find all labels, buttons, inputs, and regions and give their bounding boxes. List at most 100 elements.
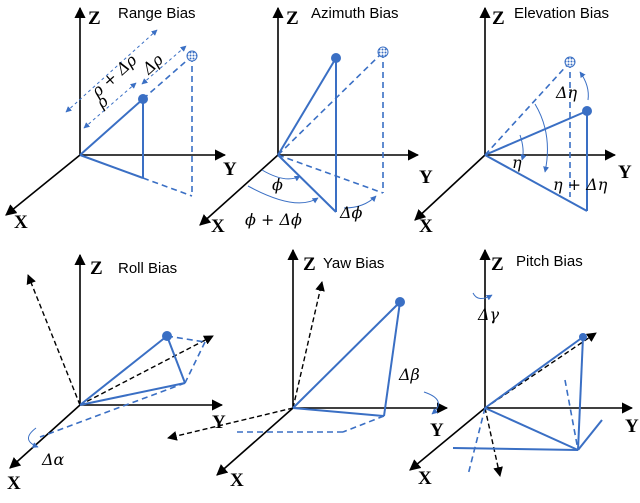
panel-elevation-bias: Elevation Bias Z Y X Δη η η + Δη [414,5,632,237]
target-point [162,331,172,341]
yaw-arc [423,391,439,415]
x-axis-label: X [419,216,433,237]
target-point [138,94,148,104]
ground-projection [484,154,588,212]
eta-label: η [512,153,522,172]
true-vector [277,57,337,156]
panel-pitch-bias: Pitch Bias Z Y X Δγ [409,248,639,489]
biased-drop-line [166,335,206,343]
phi-plus-delta-arc [247,185,319,204]
z-axis-label: Z [492,8,505,29]
panel-title: Elevation Bias [514,5,609,22]
ground-projection [484,407,579,451]
panel-title: Azimuth Bias [311,5,399,22]
ground-projection [79,382,186,406]
pitched-x-axis [484,407,503,477]
x-axis [409,407,486,471]
x-axis [216,407,294,476]
z-axis-label: Z [491,254,504,275]
biased-vector [484,61,571,156]
ground-projection [79,154,144,179]
drop-line [166,335,186,384]
z-axis-label: Z [88,8,101,29]
eta-plus-delta-arc [534,103,550,173]
x-axis [414,154,486,221]
panel-azimuth-bias: Azimuth Bias Z Y X ϕ ϕ + Δϕ Δϕ [199,5,433,237]
biased-target-point [564,56,576,68]
ground-projection [277,154,337,213]
y-axis-label: Y [430,420,444,441]
x-axis-label: X [230,470,244,491]
rolled-y-axis [79,335,214,406]
phi-label: ϕ [272,175,283,194]
y-axis-label: Y [223,159,237,180]
panel-title: Pitch Bias [516,253,583,270]
x-axis [199,154,279,226]
delta-rho-arrow [141,45,187,85]
biased-ground-projection [277,154,384,194]
biased-vector [277,51,384,156]
y-axis-label: Y [419,167,433,188]
x-axis [9,404,81,469]
x-axis-label: X [14,212,28,233]
target-point [331,53,341,63]
rho-plus-delta-arrow [65,29,158,113]
x-axis [5,154,81,216]
biased-ground-projection [467,407,486,476]
delta-phi-arc [343,195,377,209]
x-axis-label: X [7,473,21,494]
ground-projection [292,407,385,417]
y-axis-label: Y [212,412,226,433]
delta-alpha-label: Δα [41,450,65,469]
delta-eta-arc [579,71,589,101]
panel-title: Roll Bias [118,260,177,277]
eta-arc [519,134,527,161]
biased-target-point [186,50,198,62]
biased-link [184,341,206,384]
projection-link-right [577,419,603,451]
z-axis-label: Z [286,8,299,29]
target-point [582,106,592,116]
panel-title: Range Bias [118,5,196,22]
x-axis-label: X [211,216,225,237]
delta-eta-label: Δη [555,83,578,102]
true-vector [484,336,584,409]
y-axis-label: Y [618,162,632,183]
drop-line [383,301,401,417]
biased-ground-projection [142,177,193,197]
rho-plus-delta-label: ρ + Δρ [87,50,141,101]
true-vector [79,98,144,156]
panel-roll-bias: Roll Bias Z Y X Δα [7,253,226,494]
panel-range-bias: Range Bias Z Y X ρ + Δρ Δρ ρ [5,5,237,233]
biased-target-point [377,46,389,58]
pitch-arc [472,292,493,301]
roll-arc [28,427,39,448]
yawed-x-axis [167,407,294,441]
x-axis-label: X [418,468,432,489]
delta-gamma-label: Δγ [477,305,500,324]
target-point [395,297,405,307]
rolled-z-axis [26,274,81,406]
yawed-y-axis [292,281,325,409]
true-vector [292,301,401,409]
phi-plus-delta-label: ϕ + Δϕ [245,210,302,229]
delta-phi-label: Δϕ [339,203,363,222]
target-point [579,333,587,341]
panel-yaw-bias: Yaw Bias Z Y X Δβ [167,248,449,491]
delta-beta-label: Δβ [398,365,420,384]
true-vector [484,110,588,156]
biased-drop-line [564,379,579,451]
z-axis-label: Z [90,258,103,279]
panel-title: Yaw Bias [323,255,384,272]
biased-link [342,415,385,433]
biased-ground-projection [39,382,186,438]
eta-plus-delta-label: η + Δη [553,175,608,194]
projection-link-left [452,447,579,451]
phi-arc [261,169,301,182]
delta-rho-label: Δρ [138,50,167,79]
z-axis-label: Z [303,254,316,275]
y-axis-label: Y [625,416,639,437]
drop-line [577,336,584,451]
true-vector [79,335,168,406]
